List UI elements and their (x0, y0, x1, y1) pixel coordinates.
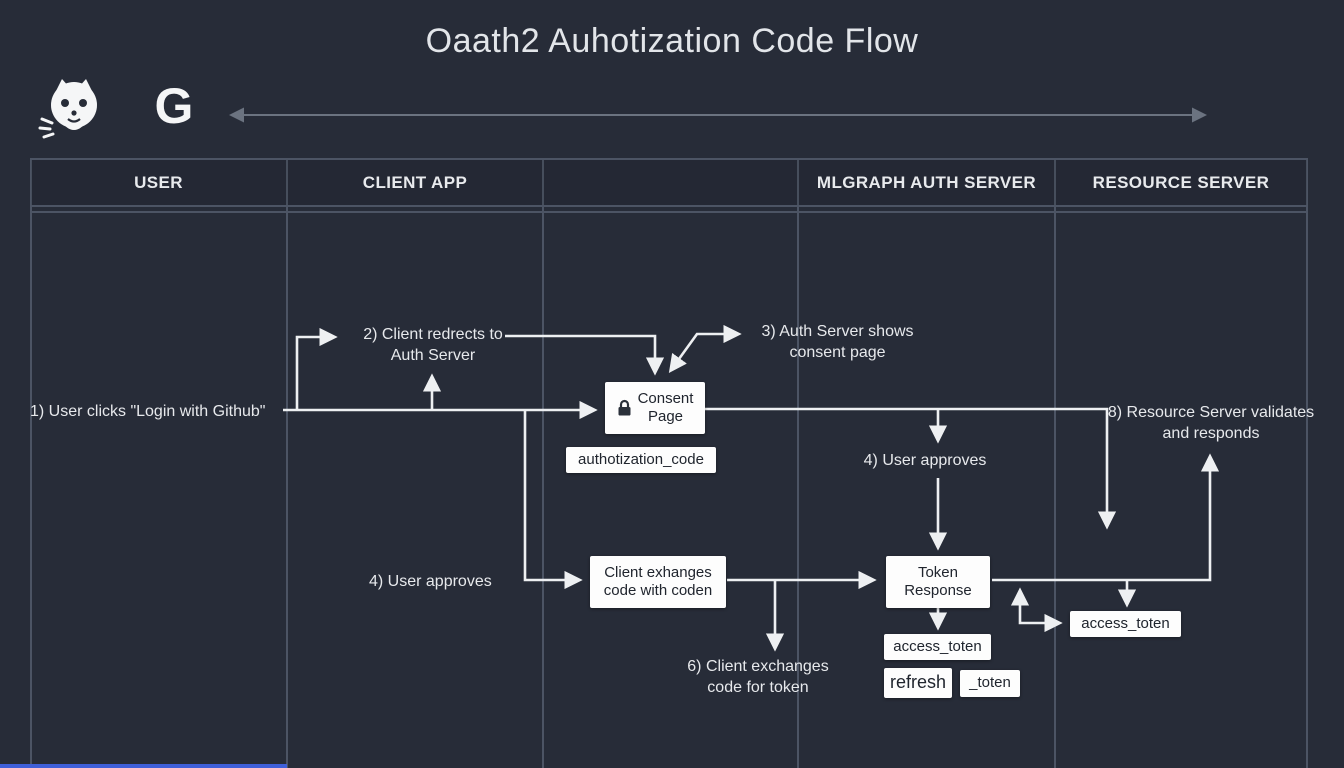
arrow-consent-to-resource-lane (705, 407, 1117, 530)
step4-client-label: 4) User approves (369, 573, 492, 590)
lane-header-user: USER (134, 172, 183, 192)
client-exchange-box: Client exhanges code with coden (590, 556, 726, 608)
table-header-band (31, 160, 1307, 205)
refresh-token-box: refresh (884, 668, 952, 698)
access-token-auth-box: access_toten (884, 634, 991, 660)
lane-borders (30, 158, 1308, 768)
token-response-line2: Response (904, 582, 972, 599)
page-title: Oaath2 Auhotization Code Flow (425, 22, 919, 60)
arrow-consent-step3-double (668, 324, 742, 373)
lane-header-resource-server: RESOURCE SERVER (1092, 172, 1270, 192)
step8-line1: 8) Resource Server validates (1107, 404, 1315, 421)
arrow-elbow-access-token-double (1010, 587, 1063, 633)
lane-header-empty (543, 159, 798, 206)
step3-label: 3) Auth Server shows consent page (755, 322, 920, 364)
step3-line1: 3) Auth Server shows (761, 323, 914, 340)
lock-icon (618, 399, 631, 416)
client-exchange-line1: Client exhanges (604, 563, 712, 581)
token-response-box: Token Response (886, 556, 990, 608)
lane-header-auth-server: MLGRAPH AUTH SERVER (816, 172, 1037, 192)
arrow-step2-to-consent-top (505, 334, 665, 376)
consent-box-line1: Consent (637, 389, 694, 407)
token-response-line1: Token (917, 563, 958, 581)
authorization-code-box: authotization_code (566, 447, 716, 473)
toten-box: _toten (960, 670, 1020, 697)
arrow-token-to-resource-up (992, 453, 1220, 582)
step6-line1: 6) Client exchanges (687, 658, 829, 675)
step6-line2: code for token (707, 678, 809, 696)
step2-label: 2) Client redrects to Auth Server (348, 325, 518, 367)
google-g-icon: G (154, 78, 194, 134)
access-token-resource-box: access_toten (1070, 611, 1181, 637)
step4-auth-label: 4) User approves (863, 452, 987, 469)
bottom-edge-accent (0, 764, 287, 768)
arrow-down-to-client-exchange (523, 410, 583, 590)
step3-line2: consent page (789, 343, 886, 361)
step8-line2: and responds (1162, 424, 1260, 442)
step2-line1: 2) Client redrects to (363, 326, 503, 343)
step1-label: 1) User clicks "Login with Github" (30, 403, 266, 420)
step8-label: 8) Resource Server validates and respond… (1100, 403, 1322, 445)
step6-label: 6) Client exchanges code for token (672, 657, 844, 699)
step2-line2: Auth Server (390, 346, 476, 364)
consent-box-line2: Page (647, 408, 684, 425)
consent-page-box: Consent Page (605, 382, 705, 434)
arrow-up-to-step2 (295, 327, 338, 410)
lane-header-client-app: CLIENT APP (362, 172, 468, 192)
client-exchange-line2: code with coden (603, 582, 713, 599)
github-octocat-icon (38, 79, 97, 139)
flow-arrows (283, 324, 1220, 652)
